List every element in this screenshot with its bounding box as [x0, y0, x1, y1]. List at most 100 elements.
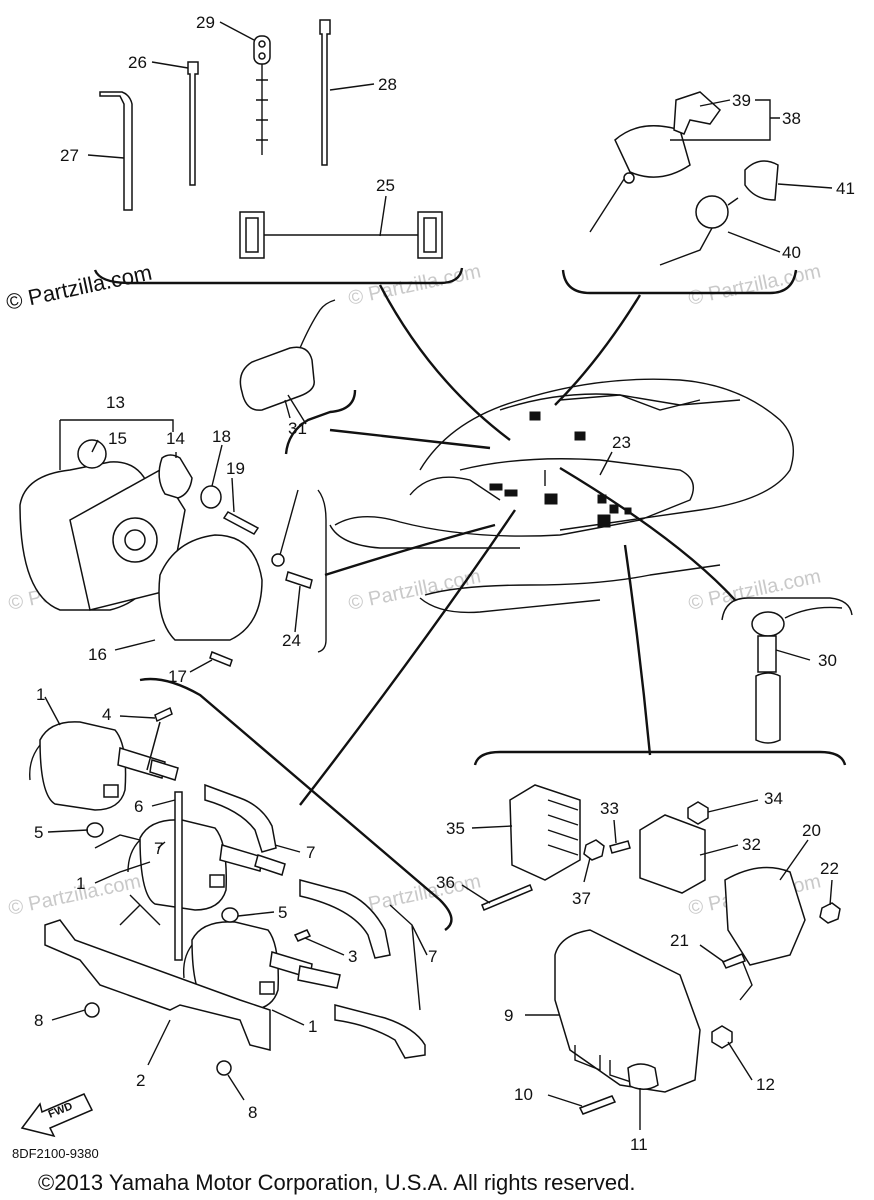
spark-plug-cap-3	[334, 1004, 426, 1059]
rectifier-35	[509, 784, 581, 881]
callout-23: 23	[612, 433, 631, 452]
callout-40: 40	[782, 243, 801, 262]
cover-20	[724, 866, 806, 966]
grommet-11	[627, 1063, 659, 1090]
ignition-coil-group	[29, 677, 453, 1076]
callout-39: 39	[732, 91, 751, 110]
starter-motor-group	[19, 419, 327, 667]
cable-ties-group	[93, 19, 464, 285]
group-bracket-top-left	[93, 267, 464, 285]
callout-32: 32	[742, 835, 761, 854]
callout-26: 26	[128, 53, 147, 72]
callout-13: 13	[106, 393, 125, 412]
washer-18	[200, 485, 222, 509]
callout-16: 16	[88, 645, 107, 664]
main-switch-group	[561, 91, 798, 295]
callout-33: 33	[600, 799, 619, 818]
callout-14: 14	[166, 429, 185, 448]
watermark: © Partzilla.com	[346, 260, 482, 310]
lead-wire-terminal	[271, 553, 285, 567]
callout-31: 31	[288, 419, 307, 438]
band-25	[239, 211, 443, 259]
callout-17: 17	[168, 667, 187, 686]
callout-1-top: 1	[36, 685, 45, 704]
callout-8-left: 8	[34, 1011, 43, 1030]
callout-1-middle: 1	[76, 874, 85, 893]
callout-29: 29	[196, 13, 215, 32]
callout-25: 25	[376, 176, 395, 195]
callout-2: 2	[136, 1071, 145, 1090]
band-6	[174, 791, 183, 961]
nut-34	[687, 801, 709, 825]
spark-plug-cap-2	[299, 879, 391, 959]
chassis-outline	[419, 378, 794, 531]
band-27	[99, 91, 133, 211]
callout-19: 19	[226, 459, 245, 478]
callout-38: 38	[782, 109, 801, 128]
switch-nut-41	[744, 160, 779, 201]
cdi-group	[473, 750, 847, 1115]
callout-7-right: 7	[428, 947, 437, 966]
callout-10: 10	[514, 1085, 533, 1104]
callout-41: 41	[836, 179, 855, 198]
watermark: © Partzilla.com	[6, 870, 142, 920]
copyright-text: ©2013 Yamaha Motor Corporation, U.S.A. A…	[38, 1170, 635, 1195]
leader-lines	[299, 284, 736, 806]
group-bracket-top-right	[561, 269, 798, 295]
band-28	[319, 19, 331, 166]
watermark: © Partzilla.com	[346, 565, 482, 615]
switch-40	[695, 195, 729, 229]
cap-5a	[86, 822, 104, 838]
callout-11: 11	[630, 1135, 648, 1154]
callout-9: 9	[504, 1006, 513, 1025]
condenser-31	[239, 299, 357, 455]
callout-20: 20	[802, 821, 821, 840]
ignition-coil-middle	[139, 819, 228, 911]
diagram-code: 8DF2100-9380	[12, 1146, 99, 1161]
cdi-unit-9	[554, 929, 701, 1093]
cap-5b	[221, 907, 239, 923]
bolt-10	[578, 1095, 617, 1115]
regulator-32	[639, 814, 706, 894]
callout-30: 30	[818, 651, 837, 670]
callout-35: 35	[446, 819, 465, 838]
screw-17	[209, 651, 233, 667]
callout-21: 21	[670, 931, 689, 950]
damper-14	[158, 454, 193, 499]
bolt-24	[285, 571, 313, 589]
nut-8b	[216, 1060, 232, 1076]
bolt-33	[609, 840, 631, 854]
callout-leaders	[44, 21, 833, 1130]
callout-7-top: 7	[306, 843, 315, 862]
callout-5-right: 5	[278, 903, 287, 922]
forward-arrow-icon: FWD	[20, 1093, 94, 1138]
callout-8-bottom: 8	[248, 1103, 257, 1122]
band-26	[187, 61, 199, 186]
main-switch-body	[614, 125, 691, 178]
callout-18: 18	[212, 427, 231, 446]
bolt-19	[222, 511, 260, 535]
callout-34: 34	[764, 789, 783, 808]
callout-15: 15	[108, 429, 127, 448]
callout-3: 3	[348, 947, 357, 966]
callout-27: 27	[60, 146, 79, 165]
watermark: © Partzilla.com	[686, 260, 822, 310]
partzilla-watermark: © Partzilla.com	[4, 260, 154, 315]
clamp-29	[253, 35, 271, 155]
bolt-36	[481, 884, 533, 911]
spark-plug-cap-1	[204, 783, 277, 853]
screw-21	[721, 953, 747, 969]
main-switch-key	[673, 91, 721, 135]
callout-36: 36	[436, 873, 455, 892]
callout-28: 28	[378, 75, 397, 94]
nut-8a	[84, 1002, 100, 1018]
nut-12	[711, 1025, 733, 1049]
callout-1-lower: 1	[308, 1017, 317, 1036]
starter-relay-cover	[158, 534, 263, 641]
callout-6: 6	[134, 797, 143, 816]
callout-12: 12	[756, 1075, 775, 1094]
callout-5-left: 5	[34, 823, 43, 842]
coil-bracket-2	[44, 919, 271, 1051]
